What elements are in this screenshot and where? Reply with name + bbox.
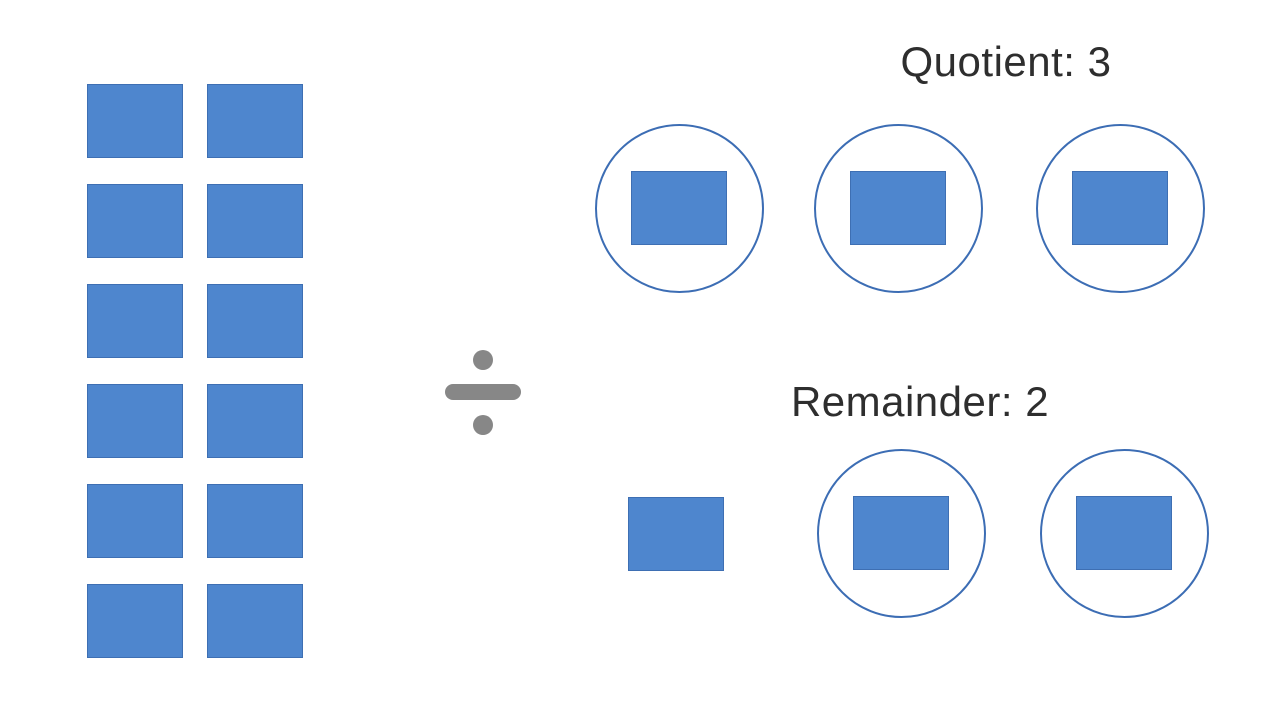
dividend-block <box>207 384 303 458</box>
remainder-group-circle <box>816 448 986 618</box>
division-icon-bar <box>445 384 521 400</box>
dividend-block <box>207 284 303 358</box>
quotient-label: Quotient: 3 <box>900 38 1112 85</box>
division-icon-bottom-dot <box>473 415 493 435</box>
group-block <box>631 171 727 245</box>
remainder-block <box>628 497 724 571</box>
quotient-group-circle <box>594 123 764 293</box>
remainder-label: Remainder: 2 <box>790 378 1050 425</box>
dividend-block <box>87 84 183 158</box>
dividend-block <box>87 484 183 558</box>
dividend-block <box>87 284 183 358</box>
dividend-block <box>207 484 303 558</box>
division-icon-top-dot <box>473 350 493 370</box>
dividend-block <box>207 184 303 258</box>
quotient-group-circle <box>813 123 983 293</box>
group-block <box>1072 171 1168 245</box>
division-icon <box>444 350 522 435</box>
quotient-group-circle <box>1035 123 1205 293</box>
dividend-block <box>207 84 303 158</box>
group-block <box>850 171 946 245</box>
group-block <box>853 496 949 570</box>
dividend-block <box>207 584 303 658</box>
group-block <box>1076 496 1172 570</box>
remainder-group-circle <box>1039 448 1209 618</box>
dividend-block <box>87 384 183 458</box>
dividend-block <box>87 184 183 258</box>
dividend-block <box>87 584 183 658</box>
